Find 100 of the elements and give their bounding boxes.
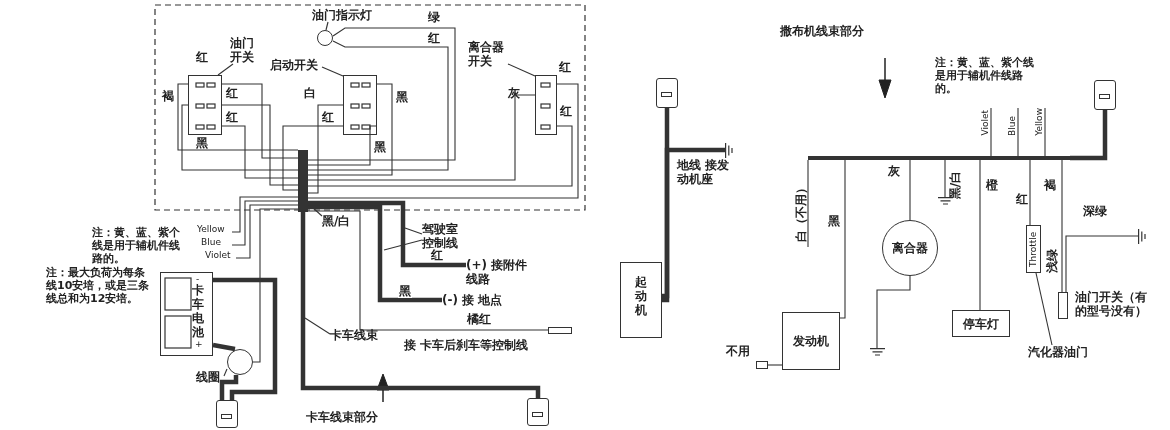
- caption-text: 接 卡车后刹车等控制线: [404, 338, 529, 352]
- switch-symbol: [1058, 292, 1068, 319]
- wire-connector: [548, 327, 572, 334]
- part-label: 油门开关: [230, 36, 258, 64]
- part-label: 启动开关: [270, 58, 322, 72]
- ground-symbol: [870, 348, 885, 356]
- part-label: 线圈: [196, 370, 224, 384]
- cable: [662, 147, 725, 299]
- edge-label: Violet: [980, 110, 991, 136]
- wire: [307, 83, 393, 176]
- wire: [307, 210, 549, 331]
- cable: [308, 204, 442, 303]
- leader-line: [321, 66, 344, 77]
- wire-color-label: 红: [560, 104, 572, 118]
- plug-connector: [656, 78, 678, 108]
- wire-color-label: 红: [322, 110, 334, 124]
- wire: [1065, 235, 1139, 293]
- engine-box: 发动机: [782, 312, 840, 370]
- leader-line: [767, 364, 783, 366]
- edge-label: Blue: [200, 237, 222, 248]
- harness-bus: [808, 156, 1070, 160]
- section-title: 撒布机线束部分: [780, 24, 864, 38]
- terminal-note: (+) 接附件线路: [466, 258, 530, 286]
- leader-line: [304, 317, 331, 335]
- wire: [990, 107, 992, 157]
- wire: [1017, 107, 1019, 157]
- part-label: 卡车线束: [330, 328, 390, 342]
- leader-line: [383, 239, 423, 251]
- wire-color-label: 褐: [162, 89, 174, 103]
- lamp-box: 停车灯: [952, 310, 1010, 337]
- ground-symbol: [1138, 229, 1146, 244]
- wire-connector: [756, 361, 768, 369]
- cable: [662, 108, 670, 303]
- wire: [221, 83, 299, 159]
- wire-color-label: 深绿: [1083, 204, 1107, 218]
- throttle-box: Throttle: [1026, 225, 1041, 273]
- wire-bundle: [298, 150, 308, 212]
- wire-color-label: 黑: [396, 90, 408, 104]
- terminal-note: (-) 接 地点: [442, 293, 503, 307]
- wire: [307, 83, 579, 199]
- wire-color-label: 灰: [508, 86, 520, 100]
- wire: [307, 27, 456, 161]
- wire-color-label: 灰: [888, 164, 900, 178]
- wire: [944, 159, 946, 198]
- wire-color-label: 黑: [196, 136, 208, 150]
- part-label: 离合器开关: [468, 40, 508, 68]
- note-text: 注：黄、蓝、紫个线是用于辅机件线路的。: [935, 56, 1035, 95]
- wire-color-label: 红: [196, 50, 208, 64]
- wire: [839, 159, 846, 319]
- wire-color-label: 红: [559, 60, 571, 74]
- wire-color-label: 白: [304, 86, 316, 100]
- cable: [300, 212, 541, 398]
- edge-label: Yellow: [196, 224, 226, 235]
- edge-label: 白（不用）: [794, 182, 808, 242]
- wire: [807, 159, 809, 248]
- wire-color-label: 绿: [428, 10, 440, 24]
- leader-line: [311, 206, 323, 217]
- part-label: 驾驶室控制线: [422, 222, 462, 250]
- leader-line: [217, 63, 234, 76]
- ground-symbol: [725, 143, 733, 158]
- leader-line: [223, 368, 228, 377]
- plug-connector: [527, 398, 549, 426]
- edge-label: Yellow: [1034, 108, 1045, 136]
- wire: [307, 40, 449, 171]
- wire: [1044, 107, 1046, 157]
- wire: [1061, 159, 1063, 293]
- wire-color-label: 褐: [1044, 178, 1056, 192]
- caption-text: 油门开关（有的型号没有）: [1074, 290, 1148, 318]
- edge-label: Blue: [1007, 116, 1018, 136]
- wire: [307, 125, 378, 166]
- wire-color-label: 黑: [828, 214, 840, 228]
- note-text: 注：最大负荷为每条线10安培，或是三条线总和为12安培。: [46, 266, 150, 305]
- wire: [1029, 159, 1031, 226]
- terminal-sign: +: [195, 339, 203, 350]
- leader-line: [404, 227, 423, 235]
- wire: [235, 204, 299, 259]
- edge-label: 橘红: [466, 312, 492, 326]
- ground-symbol: [938, 197, 953, 205]
- plug-connector: [1094, 80, 1116, 110]
- wire-color-label: 红: [226, 86, 238, 100]
- edge-label: 黑: [398, 284, 412, 298]
- cable: [212, 342, 236, 352]
- part-label: 油门指示灯: [312, 8, 376, 22]
- part-label: 汽化器油门: [1028, 345, 1100, 359]
- wire: [177, 83, 299, 151]
- edge-label: 黑/白: [948, 170, 963, 200]
- wire: [231, 200, 299, 246]
- plug-connector: [216, 400, 238, 428]
- starter-box: 起动机: [620, 262, 662, 338]
- note-text: 注：黄、蓝、紫个线是用于辅机件线路的。: [92, 226, 181, 265]
- wire: [221, 104, 299, 186]
- cable: [213, 277, 278, 400]
- switch-block: [188, 75, 222, 135]
- switch-block: [535, 75, 557, 135]
- leader-line: [507, 63, 536, 77]
- section-title: 卡车线束部分: [306, 410, 378, 424]
- leader-line: [325, 21, 329, 31]
- wire: [231, 196, 299, 233]
- terminal-sign: -: [196, 274, 200, 284]
- wire: [307, 104, 344, 194]
